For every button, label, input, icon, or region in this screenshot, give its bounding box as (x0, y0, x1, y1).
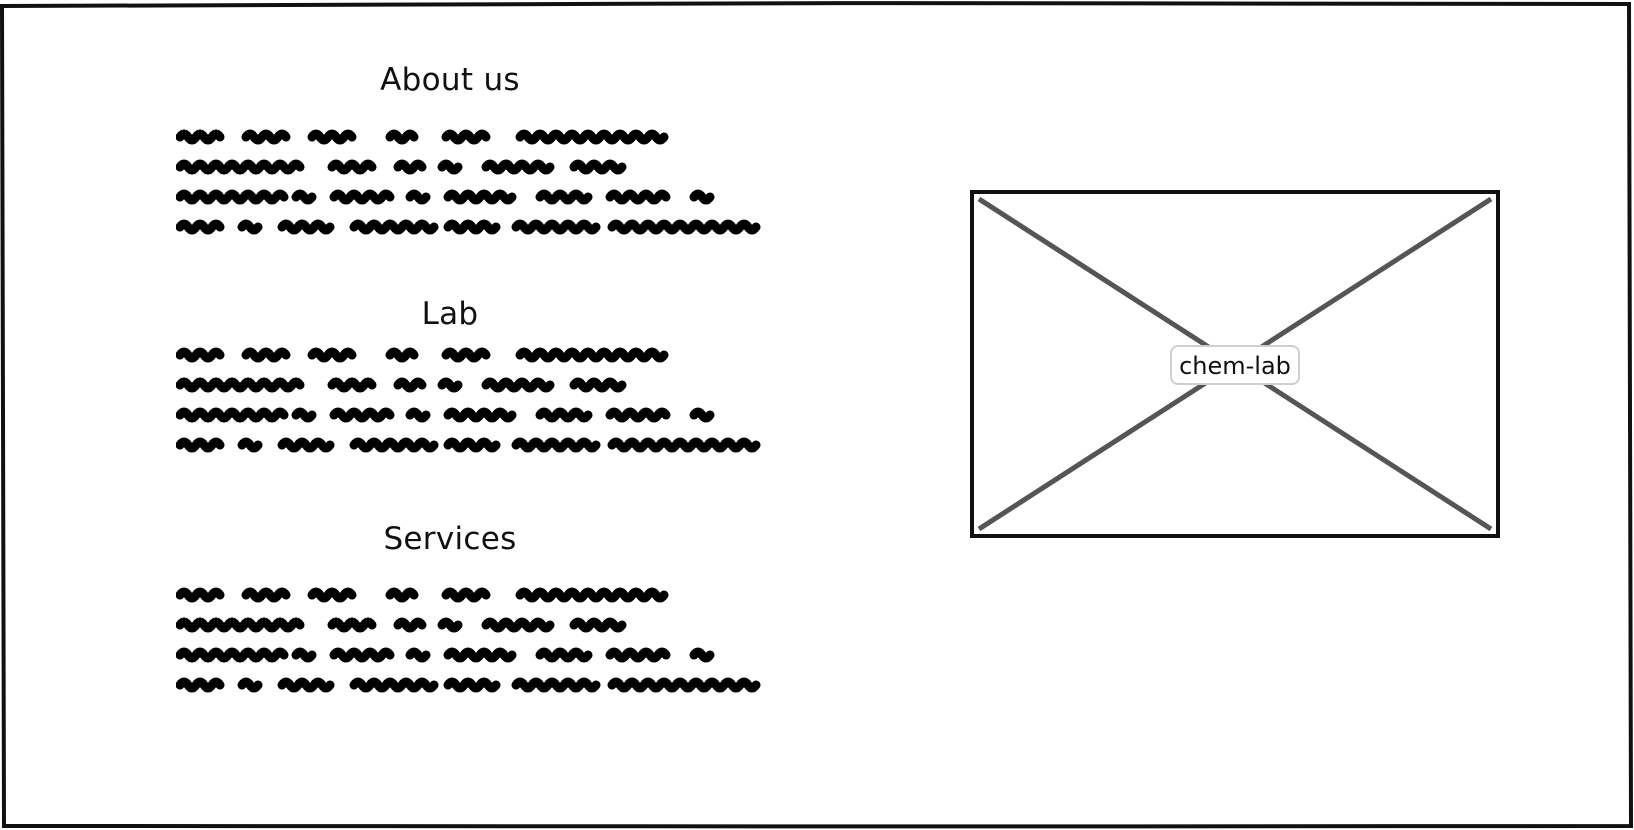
services-text-block (176, 587, 761, 693)
lab-text-block (176, 347, 761, 453)
about-us-text-block (176, 129, 761, 235)
about-us-heading: About us (380, 62, 520, 98)
image-label: chem-lab (1170, 345, 1300, 385)
lab-heading: Lab (421, 296, 479, 332)
services-heading: Services (383, 521, 517, 557)
